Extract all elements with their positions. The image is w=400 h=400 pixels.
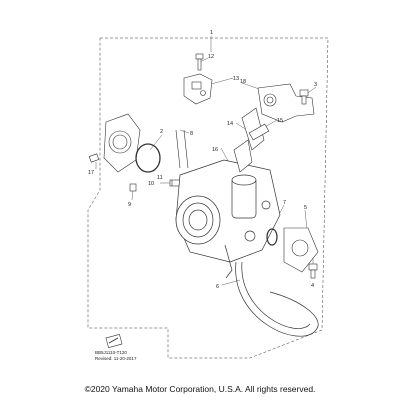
part-bolt-12: [195, 53, 204, 71]
callout-12: 12: [208, 54, 214, 60]
part-hose-8: [175, 129, 189, 169]
part-screw-9: [129, 183, 137, 192]
part-bolt-3: [299, 89, 309, 105]
callout-4: 4: [311, 283, 314, 289]
callout-5: 5: [304, 205, 307, 211]
callout-1: 1: [210, 30, 213, 36]
part-hose-6-inner: [241, 261, 311, 329]
part-cover-plate: [103, 113, 141, 173]
callout-18: 18: [240, 79, 246, 85]
callout-6: 6: [216, 284, 219, 290]
callout-10: 10: [148, 181, 154, 187]
part-throttle-body: [175, 159, 281, 279]
callout-14: 14: [227, 121, 233, 127]
callout-labels: 1 2 3 4 5 6 7 8 9 10 11 12 13 14 15 16 1…: [88, 30, 317, 290]
callout-11: 11: [157, 175, 163, 181]
part-screw-17: [88, 153, 100, 163]
callout-9: 9: [128, 202, 131, 208]
part-sensor-13: [183, 73, 213, 105]
part-bolt-4: [308, 263, 318, 279]
part-joint-5: [283, 227, 319, 273]
part-o-ring-7: [266, 228, 278, 246]
diagram-code: BB5J1110-T120: [95, 350, 127, 355]
callout-7: 7: [283, 200, 286, 206]
copyright-notice: ©2020 Yamaha Motor Corporation, U.S.A. A…: [84, 384, 316, 394]
callout-16: 16: [212, 147, 218, 153]
fwd-symbol: [105, 333, 123, 349]
part-injector-16: [233, 139, 253, 173]
callout-15: 15: [277, 118, 283, 124]
part-fuel-line-14: [241, 107, 270, 151]
callout-3: 3: [314, 82, 317, 88]
revision-date: Revised: 11-20-2017: [95, 356, 137, 361]
part-fuel-rail-18: [257, 83, 315, 123]
part-o-ring-2: [135, 143, 161, 173]
callout-8: 8: [190, 131, 193, 137]
callout-17: 17: [88, 170, 94, 176]
part-hose-6: [235, 261, 319, 337]
callout-13: 13: [233, 76, 239, 82]
callout-2: 2: [160, 129, 163, 135]
